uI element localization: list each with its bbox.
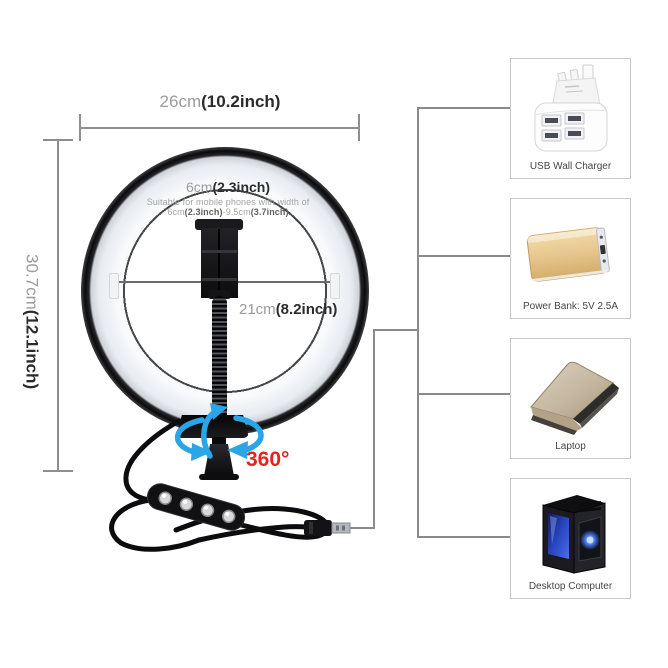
cable-segment: [123, 418, 182, 503]
phone-clamp-ridge2: [202, 278, 237, 281]
total-height-inch: (12.1inch): [22, 309, 42, 390]
branch-power-bank: [418, 255, 510, 257]
inner-diameter-cm: 21cm: [239, 301, 276, 318]
clip-width-inch: (2.3inch): [212, 179, 271, 195]
branch-desktop: [418, 536, 510, 538]
clip-width-dimension: 6cm(2.3inch): [128, 179, 328, 195]
height-dimension-tick-top: [43, 139, 73, 141]
power-source-desktop: Desktop Computer: [510, 478, 631, 599]
total-height-cm: 30.7cm: [22, 254, 42, 310]
clip-width-cm: 6cm: [185, 179, 213, 195]
height-dimension-tick-bottom: [43, 470, 73, 472]
gooseneck-collar: [208, 290, 231, 299]
gooseneck-spring: [212, 296, 227, 422]
mount-neck: [212, 437, 226, 445]
width-dimension-tick-right: [358, 114, 360, 141]
ring-right-connector: [330, 273, 340, 299]
power-bank-icon: [526, 227, 610, 282]
phone-note-line1: Suitable for mobile phones with width of: [146, 197, 310, 207]
rotation-arrows-icon: [174, 403, 264, 461]
power-cable: [109, 418, 351, 552]
usb-wall-charger-icon: [534, 64, 608, 152]
power-source-label: Laptop: [555, 441, 586, 452]
phone-clamp-ridge: [202, 250, 237, 253]
connector-vertical-1: [373, 329, 375, 529]
phone-clamp-gap: [218, 229, 220, 295]
power-source-laptop: Laptop: [510, 338, 631, 459]
usb-plug-icon: [304, 520, 351, 536]
phone-note-line2: 6cm(2.3inch)-9.5cm(3.7inch): [114, 207, 342, 217]
height-dimension-line: [57, 140, 59, 472]
phone-note-max-inch: (3.7inch): [250, 207, 289, 217]
connector-from-plug: [350, 527, 374, 529]
ring-left-connector: [109, 273, 119, 299]
power-source-label: Power Bank: 5V 2.5A: [522, 301, 619, 312]
connector-trunk: [417, 107, 419, 538]
phone-note-min-cm: 6cm: [167, 207, 185, 217]
inner-diameter-dimension: 21cm(8.2inch): [239, 301, 337, 318]
power-source-usb-charger: USB Wall Charger: [510, 58, 631, 179]
power-source-label: USB Wall Charger: [529, 161, 612, 172]
width-dimension-tick-left: [79, 114, 81, 141]
outer-width-dimension: 26cm(10.2inch): [80, 92, 360, 112]
outer-width-inch: (10.2inch): [201, 92, 281, 111]
laptop-icon: [530, 361, 619, 435]
power-source-label: Desktop Computer: [528, 581, 613, 592]
phone-note-max-cm: -9.5cm: [222, 207, 251, 217]
outer-width-cm: 26cm: [159, 92, 202, 111]
phone-note-min-inch: (2.3inch): [184, 207, 223, 217]
desktop-computer-icon: [542, 495, 606, 574]
cable-loop-left: [109, 497, 202, 552]
controller-buttons: [158, 491, 236, 524]
cable-to-plug: [196, 524, 309, 543]
mount-base: [199, 474, 239, 480]
inner-diameter-inch: (8.2inch): [275, 301, 338, 318]
connector-horizontal-mid: [373, 329, 419, 331]
branch-laptop: [418, 393, 510, 395]
remote-controller: [146, 483, 246, 531]
branch-usb-charger: [418, 107, 510, 109]
rotation-360-label: 360°: [246, 448, 290, 471]
width-dimension-line: [80, 127, 360, 129]
phone-clamp-top: [195, 219, 243, 230]
power-source-power-bank: Power Bank: 5V 2.5A: [510, 198, 631, 319]
total-height-dimension: 30.7cm(12.1inch): [22, 254, 42, 390]
